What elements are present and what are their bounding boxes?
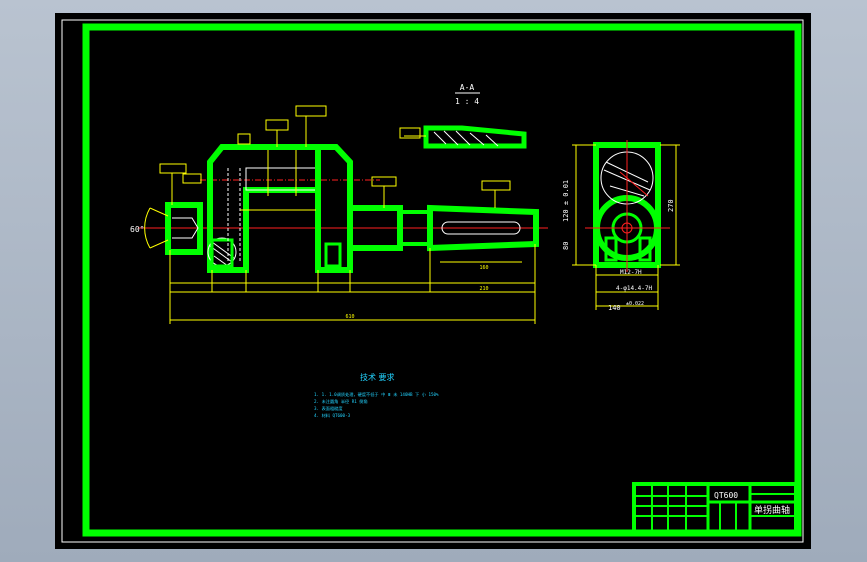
sheet-outer-border <box>61 19 804 543</box>
dim-160: 160 <box>479 265 488 271</box>
dim-270: 270 <box>667 199 675 212</box>
dim-80: 80 <box>562 242 570 250</box>
crankshaft-side-view <box>585 140 670 272</box>
section-label: A-A 1 : 4 <box>455 83 480 106</box>
crankshaft-front-view <box>138 144 548 273</box>
section-scale: 1 : 4 <box>455 97 479 106</box>
angle-label: 60° <box>130 225 144 234</box>
dim-total-length: 610 <box>345 314 354 320</box>
title-block-part-name: 单拐曲轴 <box>754 504 790 516</box>
dim-210: 210 <box>479 286 488 292</box>
dim-140-tol: ±0.022 <box>626 301 644 307</box>
dim-140: 140 <box>608 304 621 312</box>
section-name: A-A <box>460 83 475 92</box>
drawing-frame <box>82 23 802 537</box>
left-journal <box>165 202 203 255</box>
keyway <box>441 221 521 235</box>
title-block: QT600 单拐曲轴 <box>632 482 798 534</box>
side-view-dimensions <box>572 144 680 310</box>
dim-holes: 4-φ14.4-7H <box>616 285 653 292</box>
tapered-shaft-end <box>427 204 539 252</box>
tech-req-line-1: 1. 1. 1.0调质处理，硬度不低于 中 Ⅲ 未 140HB 下 小 150% <box>314 391 439 398</box>
wedge-key-detail <box>404 125 527 149</box>
tech-req-line-2: 2. 未注圆角 半径 R1 倒角 <box>314 398 368 405</box>
dim-m12: M12-7H <box>620 269 642 276</box>
tech-req-title: 技术 要求 <box>360 372 395 382</box>
tech-req-line-4: 4. 材料 QT600-3 <box>314 412 351 419</box>
title-block-material: QT600 <box>714 491 738 500</box>
horizontal-dimensions <box>169 209 536 324</box>
tech-req-line-3: 3. 表面粗糙度 <box>314 405 343 412</box>
tolerance-frames <box>159 105 511 208</box>
angle-dimension: 60° <box>130 207 169 249</box>
dim-120: 120 ± 0.01 <box>562 180 570 222</box>
technical-requirements: 技术 要求 1. 1. 1.0调质处理，硬度不低于 中 Ⅲ 未 140HB 下 … <box>314 372 439 419</box>
drawing-sheet <box>55 13 811 549</box>
